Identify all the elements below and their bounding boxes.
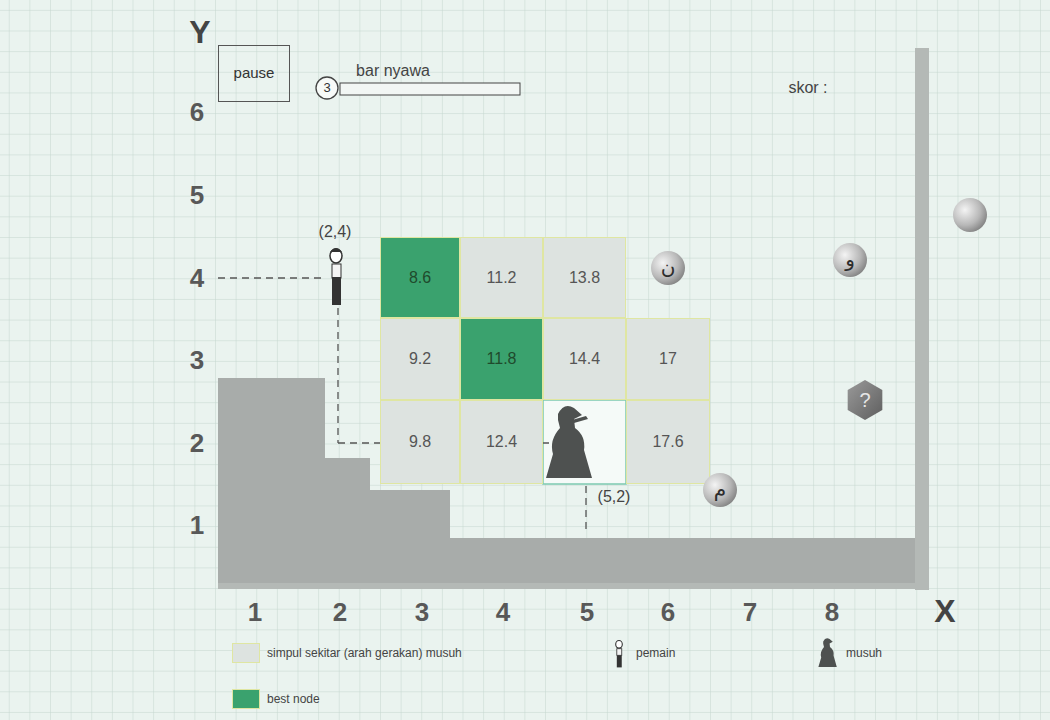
enemy-cell [543,400,626,484]
tick-number: 6 [661,598,675,627]
node-value: 17 [656,350,680,368]
neighbor-node: 14.4 [543,318,626,400]
node-value: 9.2 [406,350,434,368]
letter: ن [661,256,676,278]
screen-edge [218,583,929,589]
neighbor-node: 11.2 [460,237,543,318]
hud-label: bar nyawa [356,62,430,80]
tick-number: 6 [190,98,204,127]
legend-text: best node [267,692,320,706]
button-label: pause [234,65,275,82]
tick-number: 2 [333,598,347,627]
legend-item: simpul sekitar (arah gerakan) musuh [232,643,462,663]
letter-ball: م [703,473,737,507]
score-label: skor : [788,79,827,97]
letter: و [845,248,855,270]
letter: م [714,478,726,500]
tick-number: 3 [190,346,204,375]
player-icon [616,640,623,667]
axis-label: X [934,594,955,629]
coordinate-label: (5,2) [598,488,631,506]
node-value: 11.2 [484,269,520,287]
life-count: 3 [323,81,330,95]
node-value: 12.4 [483,433,520,451]
neighbor-node: 9.2 [380,318,460,400]
node-value: 14.4 [566,350,603,368]
axis-label: Y [189,15,210,50]
best-node: 8.6 [380,237,460,318]
legend-text: pemain [636,646,675,660]
legend-item: musuh [846,646,882,660]
enemy-figure [546,406,592,478]
tick-number: 3 [415,598,429,627]
mystery-hexagon: ? [845,380,885,420]
tick-number: 4 [190,264,204,293]
neighbor-node: 9.8 [380,400,460,484]
legend-text: simpul sekitar (arah gerakan) musuh [267,646,462,660]
coordinate-label: (2,4) [319,223,352,241]
tick-number: 5 [190,181,204,210]
tick-number: 4 [496,598,510,627]
node-value: 8.6 [406,269,434,287]
neighbor-node: 13.8 [543,237,626,318]
legend-text: musuh [846,646,882,660]
neighbor-node: 17.6 [626,400,710,484]
letter-ball: ن [651,251,685,285]
tick-number: 1 [248,598,262,627]
tick-number: 2 [190,429,204,458]
node-value: ? [859,389,870,411]
neighbor-node: 17 [626,318,710,400]
tick-number: 8 [825,598,839,627]
neighbor-node: 12.4 [460,400,543,484]
legend-swatch [232,643,260,663]
letter-ball: و [833,243,867,277]
node-value: 11.8 [484,350,520,368]
player-figure [330,248,342,305]
pause-button: pause [218,45,290,102]
legend-swatch [232,689,260,709]
life-counter: 3 [315,76,339,100]
node-value: 13.8 [566,269,603,287]
screen-edge [915,48,929,590]
node-value: 17.6 [649,433,686,451]
ground-terrain [218,378,915,588]
legend-item: best node [232,689,320,709]
enemy-icon [818,638,836,667]
tick-number: 7 [743,598,757,627]
tick-number: 5 [580,598,594,627]
tick-number: 1 [190,511,204,540]
best-node: 11.8 [460,318,543,400]
letter-ball [953,198,987,232]
node-value: 9.8 [406,433,434,451]
legend-item: pemain [636,646,675,660]
life-bar [340,83,520,95]
